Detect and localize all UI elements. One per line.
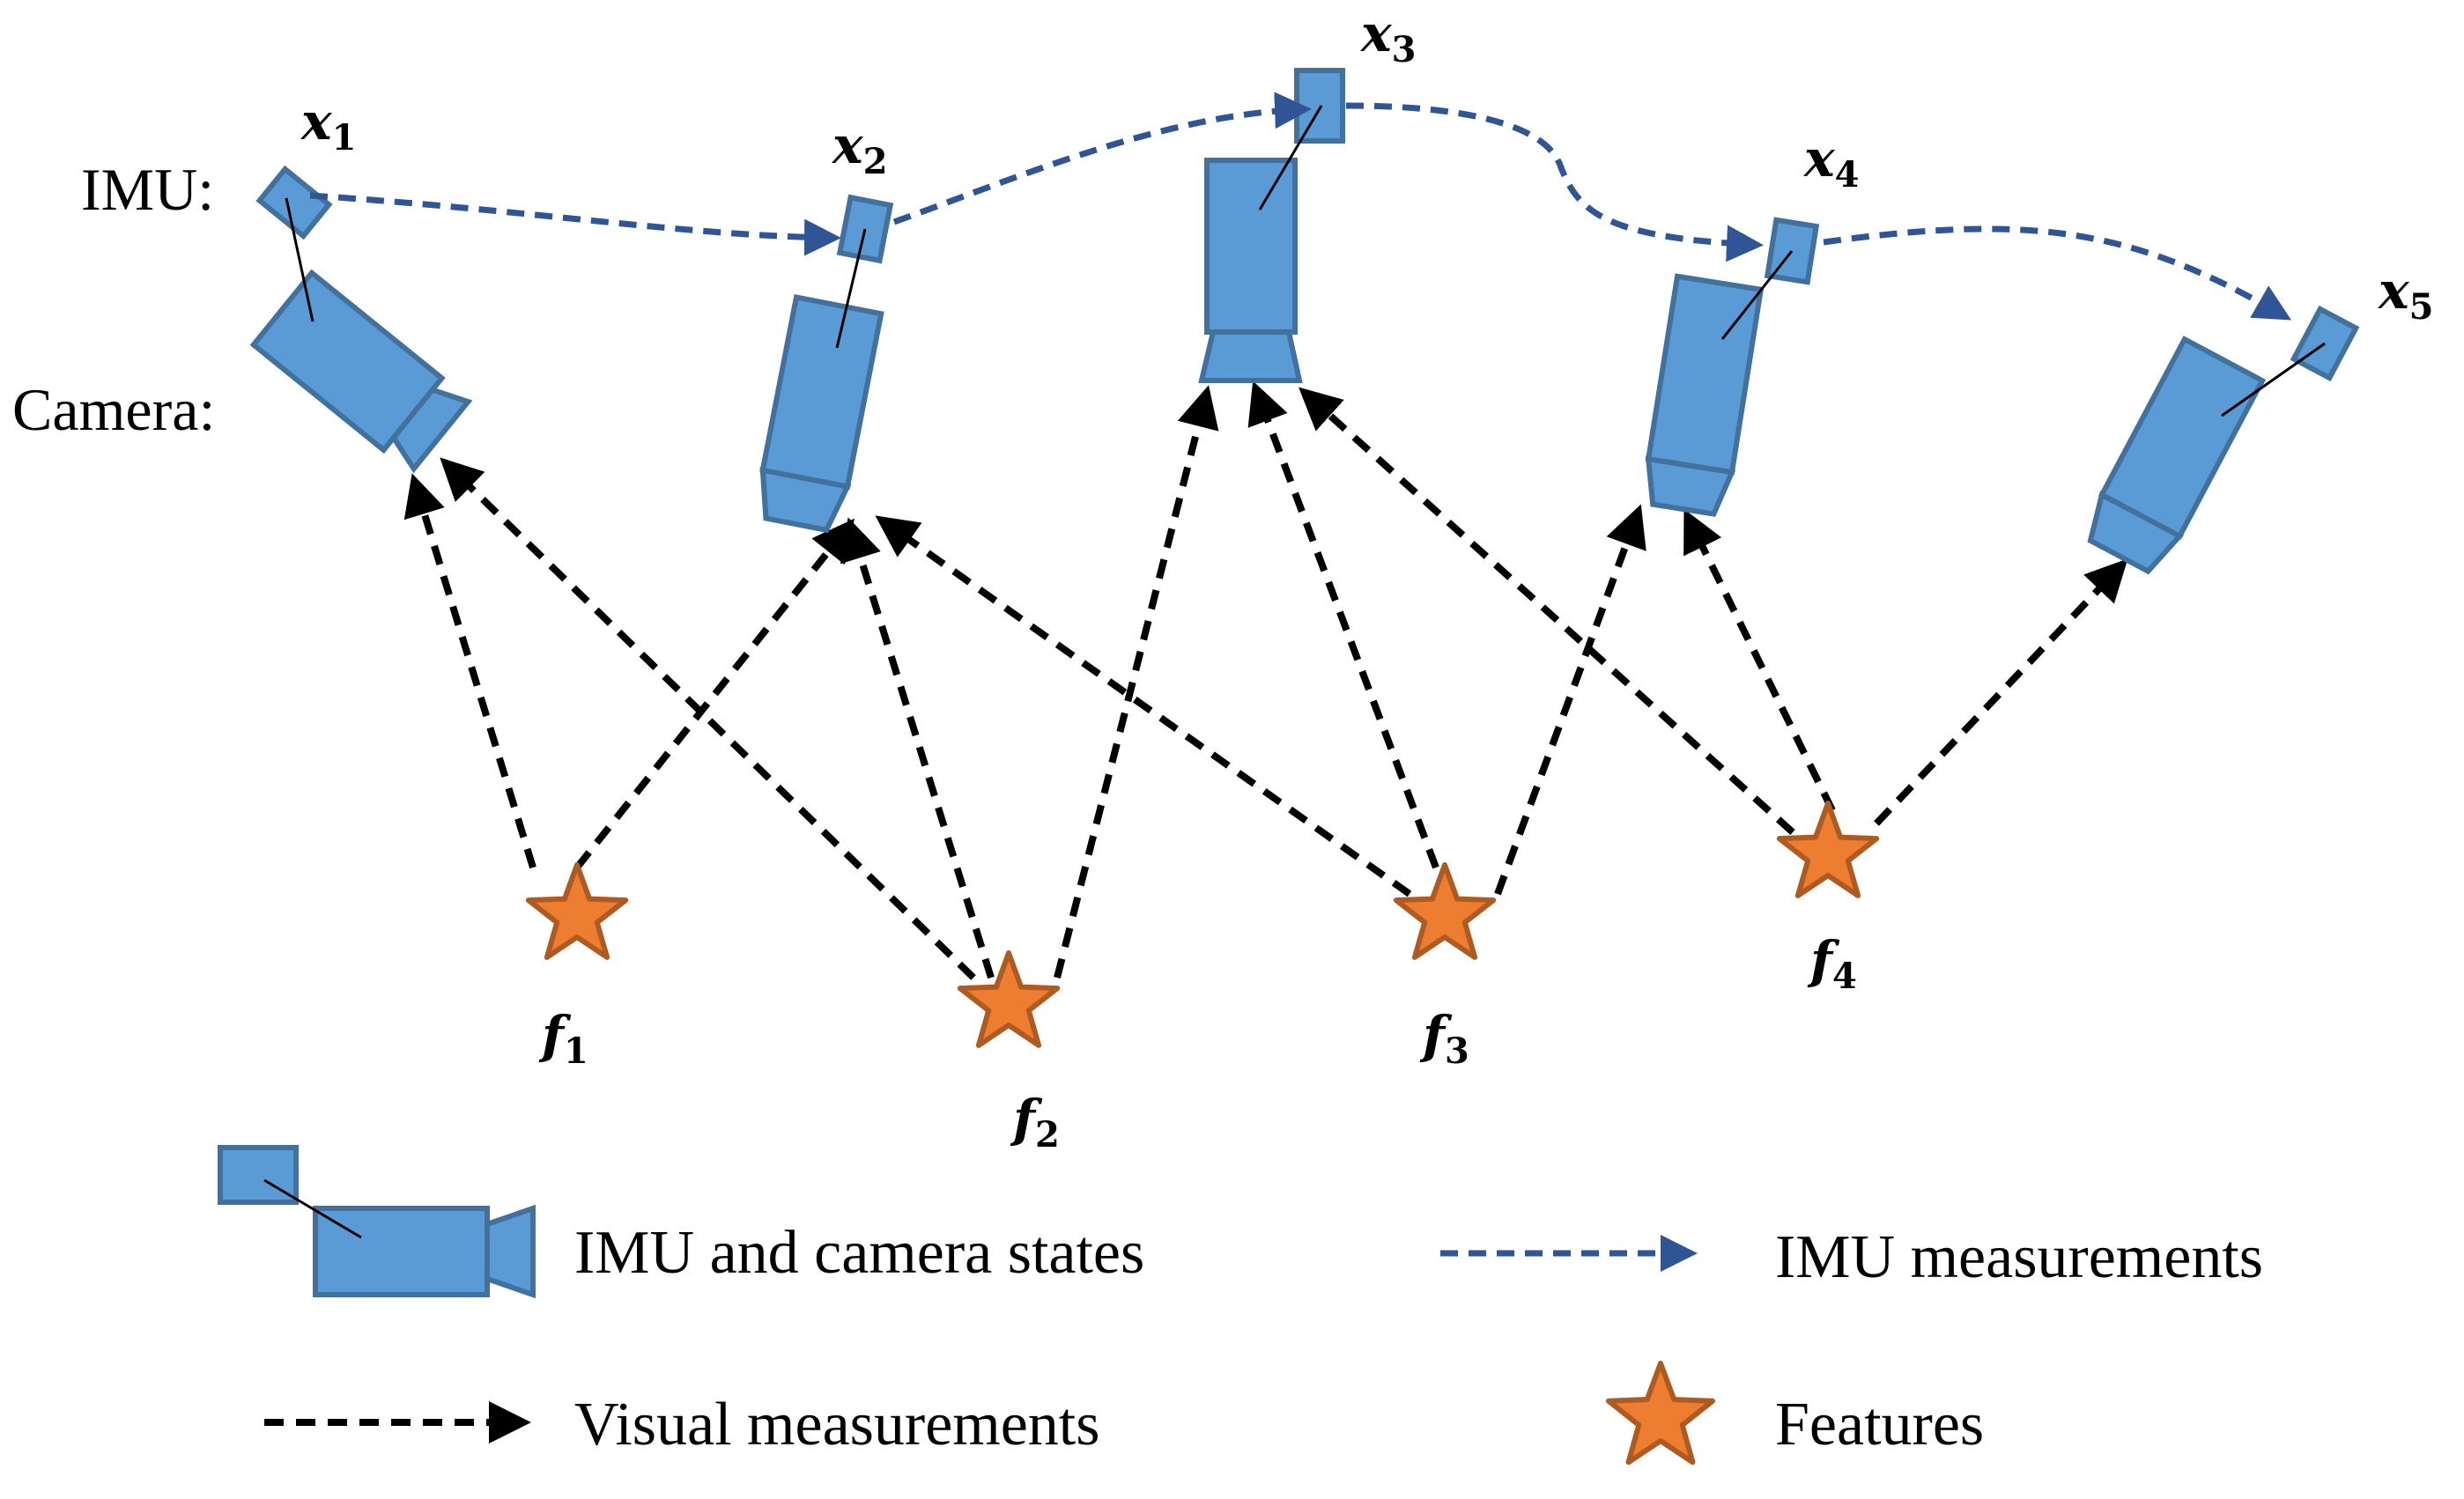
camera-x1-lens: [390, 387, 473, 474]
visual-edge-f1-x1: [403, 473, 536, 869]
legend-imu-label: IMU measurements: [1775, 1223, 2263, 1291]
feature-labels: f1 f2 f3 f4: [538, 930, 1857, 1156]
state-label-x2: x2: [831, 115, 887, 182]
camera-x1: [249, 269, 473, 474]
imu-x3-body: [1294, 68, 1345, 144]
visual-edge-f2-x1: [440, 457, 976, 980]
camera-x5: [2087, 336, 2267, 575]
imu-x2: [835, 194, 894, 349]
legend-imu-link: [263, 1178, 362, 1239]
feature-f3-star: [1393, 862, 1497, 960]
camera-states: [249, 158, 2267, 575]
camera-x4: [1645, 273, 1765, 517]
camera-x3: [1198, 158, 1303, 383]
camera-x4-lens: [1645, 455, 1736, 517]
visual-edge-f3-x3: [1247, 380, 1439, 869]
imu-states: [255, 68, 2360, 417]
visual-edge-f4-x5: [1874, 558, 2128, 826]
camera-x2-lens: [759, 467, 852, 534]
imu-x4-link: [1720, 250, 1794, 340]
visual-measurement-edges: [403, 380, 2128, 980]
imu-x5: [2221, 305, 2360, 417]
visual-edge-f1-x2: [573, 518, 855, 870]
state-label-x5: x5: [2377, 261, 2433, 328]
legend-feature-star: [1606, 1361, 1715, 1466]
state-labels: x1 x2 x3 x4 x5: [300, 4, 2433, 328]
imu-edge-x3-x4: [1345, 102, 1764, 262]
imu-edge-x1-x2: [309, 192, 841, 256]
camera-x5-lens: [2087, 491, 2185, 575]
camera-x2: [759, 293, 884, 534]
state-label-x4: x4: [1802, 129, 1859, 196]
imu-x1: [255, 165, 333, 322]
legend-visual-label: Visual measurements: [574, 1391, 1099, 1458]
imu-x4: [1720, 217, 1820, 340]
imu-edge-x4-x5: [1823, 225, 2292, 321]
visual-edge-f2-x3: [1054, 385, 1219, 978]
imu-measurement-edges: [309, 92, 2292, 321]
legend-features-label: Features: [1775, 1391, 1984, 1458]
camera-row-label: Camera:: [12, 376, 215, 443]
feature-label-f2: f2: [1010, 1089, 1060, 1156]
state-label-x1: x1: [300, 92, 356, 159]
visual-edge-f3-x4: [1494, 504, 1646, 896]
imu-x5-link: [2221, 342, 2326, 417]
imu-x3: [1258, 68, 1345, 210]
feature-f2-star: [957, 950, 1061, 1048]
legend-camera-body: [313, 1206, 490, 1297]
feature-f4-star: [1776, 801, 1880, 898]
imu-x2-link: [835, 228, 867, 349]
imu-row-label: IMU:: [81, 156, 214, 223]
imu-x1-body: [255, 165, 333, 240]
feature-label-f3: f3: [1419, 1005, 1469, 1072]
feature-label-f1: f1: [538, 1005, 588, 1072]
visual-edge-f3-x2: [875, 515, 1412, 897]
camera-x2-body: [759, 293, 884, 491]
legend: IMU and camera states IMU measurements V…: [218, 1145, 2263, 1466]
visual-edge-f4-x4: [1683, 508, 1836, 812]
feature-label-f4: f4: [1807, 930, 1857, 997]
legend-states-label: IMU and camera states: [574, 1219, 1144, 1287]
imu-x1-link: [285, 197, 314, 322]
camera-x3-lens: [1198, 329, 1303, 383]
camera-x4-body: [1645, 273, 1765, 476]
features: [525, 801, 1880, 1048]
legend-states-icon: [218, 1145, 536, 1299]
visual-edge-f4-x3: [1299, 387, 1795, 835]
state-label-x3: x3: [1359, 4, 1416, 70]
feature-f1-star: [525, 862, 629, 960]
imu-edge-x2-x3: [892, 92, 1312, 225]
legend-camera-lens: [485, 1204, 536, 1299]
visual-edge-f2-x2: [840, 517, 995, 979]
legend-imu-block: [218, 1145, 299, 1205]
camera-x3-body: [1204, 158, 1298, 335]
